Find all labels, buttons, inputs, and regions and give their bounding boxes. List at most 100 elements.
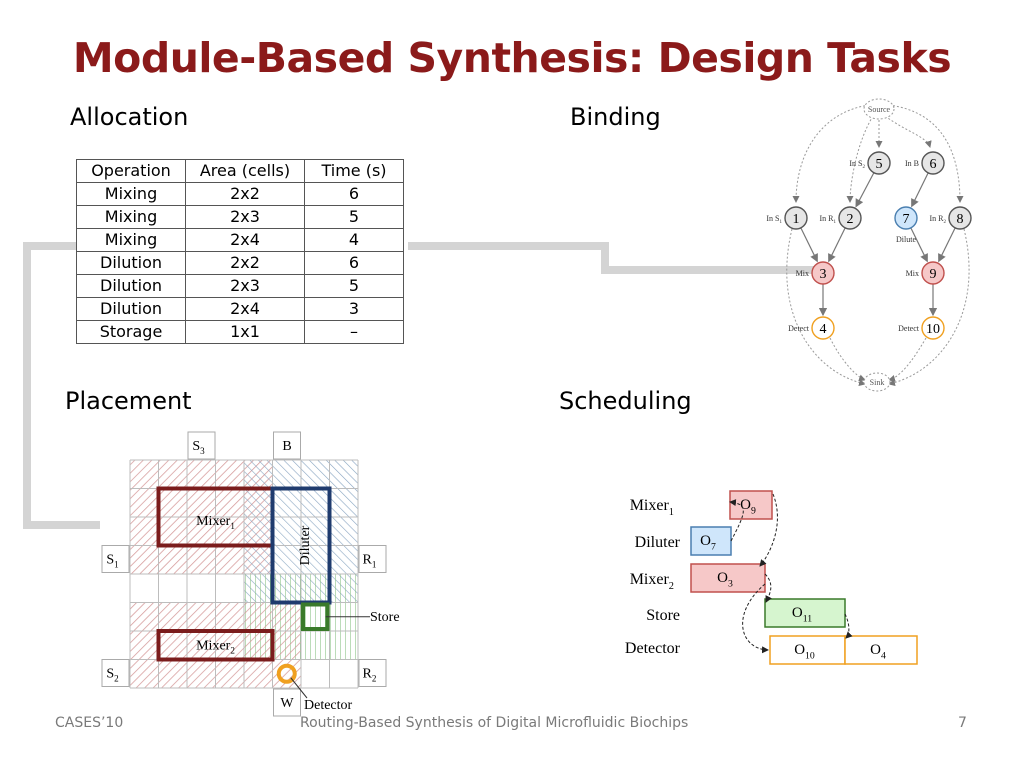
resource-label-main: Diluter xyxy=(635,534,681,551)
resource-label-main: Mixer xyxy=(630,497,670,514)
mixer2-label: Mixer2 xyxy=(196,639,235,656)
resource-label: Mixer2 xyxy=(630,571,674,592)
mixer1-label-main: Mixer xyxy=(196,514,231,529)
resource-label: Detector xyxy=(625,640,681,657)
port-S1 xyxy=(101,545,130,573)
footer-conference: CASES’10 xyxy=(55,715,124,731)
table-header-row: Operation Area (cells) Time (s) xyxy=(76,159,404,183)
port-label: R1 xyxy=(363,553,377,570)
binding-node-label-main: In S xyxy=(766,214,779,223)
edge-1-3 xyxy=(800,227,818,263)
mixer2-module xyxy=(156,629,275,662)
time-cell: 5 xyxy=(304,274,404,298)
operation-label-main: O xyxy=(870,642,881,658)
area-cell: 2x3 xyxy=(185,274,305,298)
area-cell: 2x2 xyxy=(185,182,305,206)
dependency-arrow xyxy=(764,573,772,603)
mixer2-label-main: Mixer xyxy=(196,639,231,654)
binding-node-4 xyxy=(811,316,835,340)
source-label: Source xyxy=(868,105,891,114)
edge-8-9 xyxy=(938,227,956,263)
edge-6-7 xyxy=(911,172,929,208)
edge-src-8 xyxy=(888,104,964,203)
operation-label: O4 xyxy=(870,642,886,662)
edge-10-sink xyxy=(888,337,927,382)
binding-heading: Binding xyxy=(570,103,661,131)
binding-node-number: 6 xyxy=(930,157,937,172)
binding-node-label: In R1 xyxy=(820,214,837,225)
port-R1 xyxy=(358,545,387,573)
port-label-main: S xyxy=(192,439,200,454)
binding-node-10 xyxy=(921,316,945,340)
operation-cell: Mixing xyxy=(76,205,186,229)
resource-label: Mixer1 xyxy=(630,497,674,518)
operation-box-O9 xyxy=(729,490,773,520)
binding-node-label-sub: 2 xyxy=(944,220,947,225)
binding-node-number: 4 xyxy=(820,322,827,337)
binding-node-label-main: Mix xyxy=(796,269,809,278)
binding-node-number: 5 xyxy=(876,157,883,172)
allocation-heading: Allocation xyxy=(70,103,189,131)
operation-label-main: O xyxy=(700,533,711,549)
operation-label: O11 xyxy=(792,605,812,625)
operation-label: O3 xyxy=(717,570,733,590)
detector-annotation: Detector xyxy=(304,698,353,713)
edge-2-3 xyxy=(828,227,846,263)
operation-label-main: O xyxy=(792,605,803,621)
column-header-area: Area (cells) xyxy=(185,159,305,183)
binding-node-label-main: Detect xyxy=(788,324,810,333)
resource-label: Store xyxy=(646,607,680,624)
binding-node-7 xyxy=(894,206,918,230)
binding-node-number: 2 xyxy=(847,212,854,227)
slide-title: Module-Based Synthesis: Design Tasks xyxy=(72,34,952,82)
edge-5-2 xyxy=(855,172,875,208)
footer-paper-title: Routing-Based Synthesis of Digital Micro… xyxy=(300,715,689,731)
time-cell: 5 xyxy=(304,205,404,229)
binding-node-label: In R2 xyxy=(930,214,947,225)
port-label: S3 xyxy=(192,439,205,456)
port-R2 xyxy=(358,659,387,687)
binding-node-8 xyxy=(948,206,972,230)
diluter-label: Diluter xyxy=(298,525,313,565)
port-label-main: W xyxy=(280,696,294,711)
port-label-sub: 1 xyxy=(114,560,119,570)
binding-node-label-main: Mix xyxy=(906,269,919,278)
sink-label: Sink xyxy=(870,378,885,387)
binding-node-5 xyxy=(867,151,891,175)
binding-node-label-main: In R xyxy=(930,214,945,223)
time-cell: 6 xyxy=(304,251,404,275)
resource-label-sub: 1 xyxy=(669,507,674,518)
resource-label-sub: 2 xyxy=(669,581,674,592)
operation-label-main: O xyxy=(740,497,751,513)
mixer1-label-sub: 1 xyxy=(230,521,235,531)
operation-label: O10 xyxy=(794,642,815,662)
port-label: R2 xyxy=(363,667,377,684)
binding-node-label-main: In S xyxy=(849,159,862,168)
binding-node-number: 9 xyxy=(930,267,937,282)
port-label: W xyxy=(280,696,294,711)
area-cell: 1x1 xyxy=(185,320,305,344)
footer-page-number: 7 xyxy=(958,715,967,731)
binding-node-label: Detect xyxy=(898,324,920,333)
mixer1-label: Mixer1 xyxy=(196,514,235,531)
scheduling-heading: Scheduling xyxy=(559,387,692,415)
port-label-main: S xyxy=(106,667,114,682)
binding-node-number: 10 xyxy=(926,322,940,337)
column-header-time: Time (s) xyxy=(304,159,404,183)
operation-label-sub: 11 xyxy=(803,614,813,625)
edge-7-9 xyxy=(910,227,928,263)
sink-node xyxy=(863,372,891,392)
operation-label: O7 xyxy=(700,533,716,553)
binding-node-label-main: Dilute xyxy=(896,235,916,244)
edge-4-sink xyxy=(829,337,866,382)
binding-node-2 xyxy=(838,206,862,230)
edge-src-1 xyxy=(792,104,870,203)
